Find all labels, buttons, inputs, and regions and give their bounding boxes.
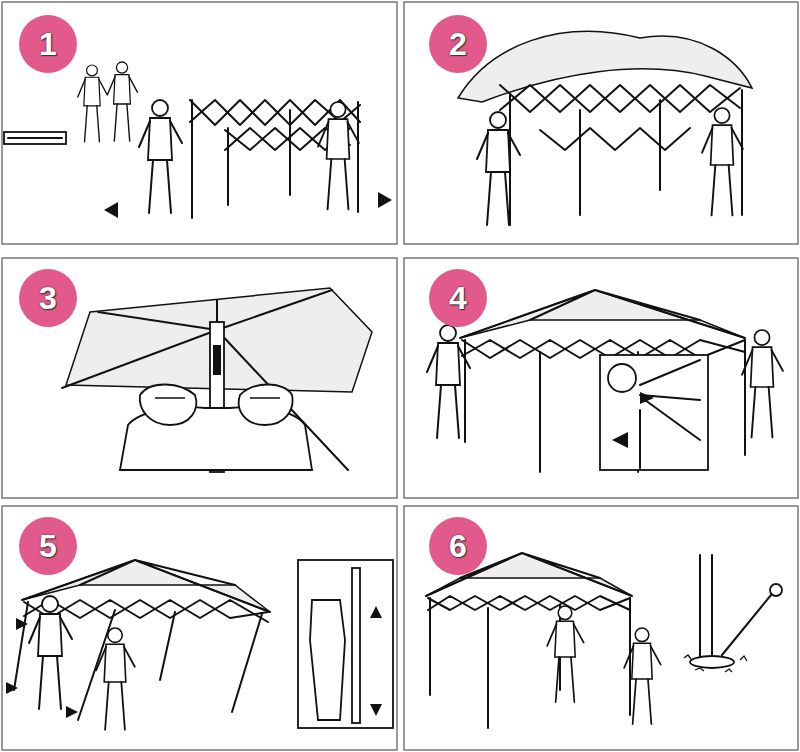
panel-frame (404, 2, 798, 244)
step-number: 2 (429, 15, 487, 73)
hand (140, 384, 196, 425)
step-label: 1 (39, 26, 57, 63)
folded-frame (8, 137, 62, 139)
step-number: 6 (429, 517, 487, 575)
direction-arrow (378, 192, 392, 208)
person-figure (96, 628, 135, 730)
step-label: 2 (449, 26, 467, 63)
folded-frame (4, 132, 66, 144)
canopy-roof (460, 290, 745, 338)
head (608, 364, 636, 392)
tent-leg (510, 90, 742, 225)
person-figure (702, 108, 743, 215)
direction-arrow (640, 392, 654, 404)
ground-mark (684, 655, 747, 672)
panel-frame (2, 506, 397, 750)
scissor-truss (428, 596, 630, 610)
step-number: 5 (19, 517, 77, 575)
direction-arrow (16, 618, 28, 630)
scissor-truss (428, 596, 630, 610)
scissor-truss (500, 85, 740, 112)
finger-line (155, 397, 280, 398)
person-figure (477, 112, 520, 225)
panel-frame (404, 258, 798, 498)
panel-frame (2, 258, 397, 498)
tent-leg (465, 340, 745, 472)
step-number: 1 (19, 15, 77, 73)
scissor-truss (500, 85, 740, 112)
ground-stake (770, 584, 782, 596)
pole-latch (213, 345, 221, 375)
person-legs (310, 600, 345, 720)
detail-inset (600, 355, 708, 470)
tent-leg (700, 555, 712, 660)
direction-arrow (66, 706, 78, 718)
canopy-roof (460, 290, 745, 338)
step-label: 6 (449, 528, 467, 565)
step-number: 3 (19, 269, 77, 327)
tent-leg (352, 568, 360, 723)
person-figure (318, 102, 359, 209)
person-figure (107, 62, 137, 141)
direction-arrow (104, 202, 118, 218)
person-figure (139, 100, 182, 213)
rafter (640, 360, 700, 468)
direction-arrow (370, 606, 382, 618)
direction-arrow (370, 704, 382, 716)
person-figure (29, 596, 72, 709)
tent-leg (430, 598, 630, 728)
hand (239, 384, 293, 425)
person-figure (427, 325, 470, 438)
detail-inset (298, 560, 393, 728)
step-label: 5 (39, 528, 57, 565)
ground-stake (722, 595, 771, 655)
rafter (62, 290, 348, 470)
person-figure (78, 65, 107, 142)
direction-arrow (612, 432, 628, 448)
person-figure (742, 330, 783, 437)
panel-frame (2, 2, 397, 244)
panel-frame (404, 506, 798, 750)
step-label: 4 (449, 280, 467, 317)
person-figure (547, 606, 584, 702)
foot-plate (690, 656, 734, 668)
person-figure (624, 628, 661, 724)
step-label: 3 (39, 280, 57, 317)
step-number: 4 (429, 269, 487, 327)
scissor-truss (540, 128, 690, 150)
tent-leg (192, 100, 358, 218)
canopy-fabric (458, 31, 752, 102)
direction-arrow (6, 682, 18, 694)
